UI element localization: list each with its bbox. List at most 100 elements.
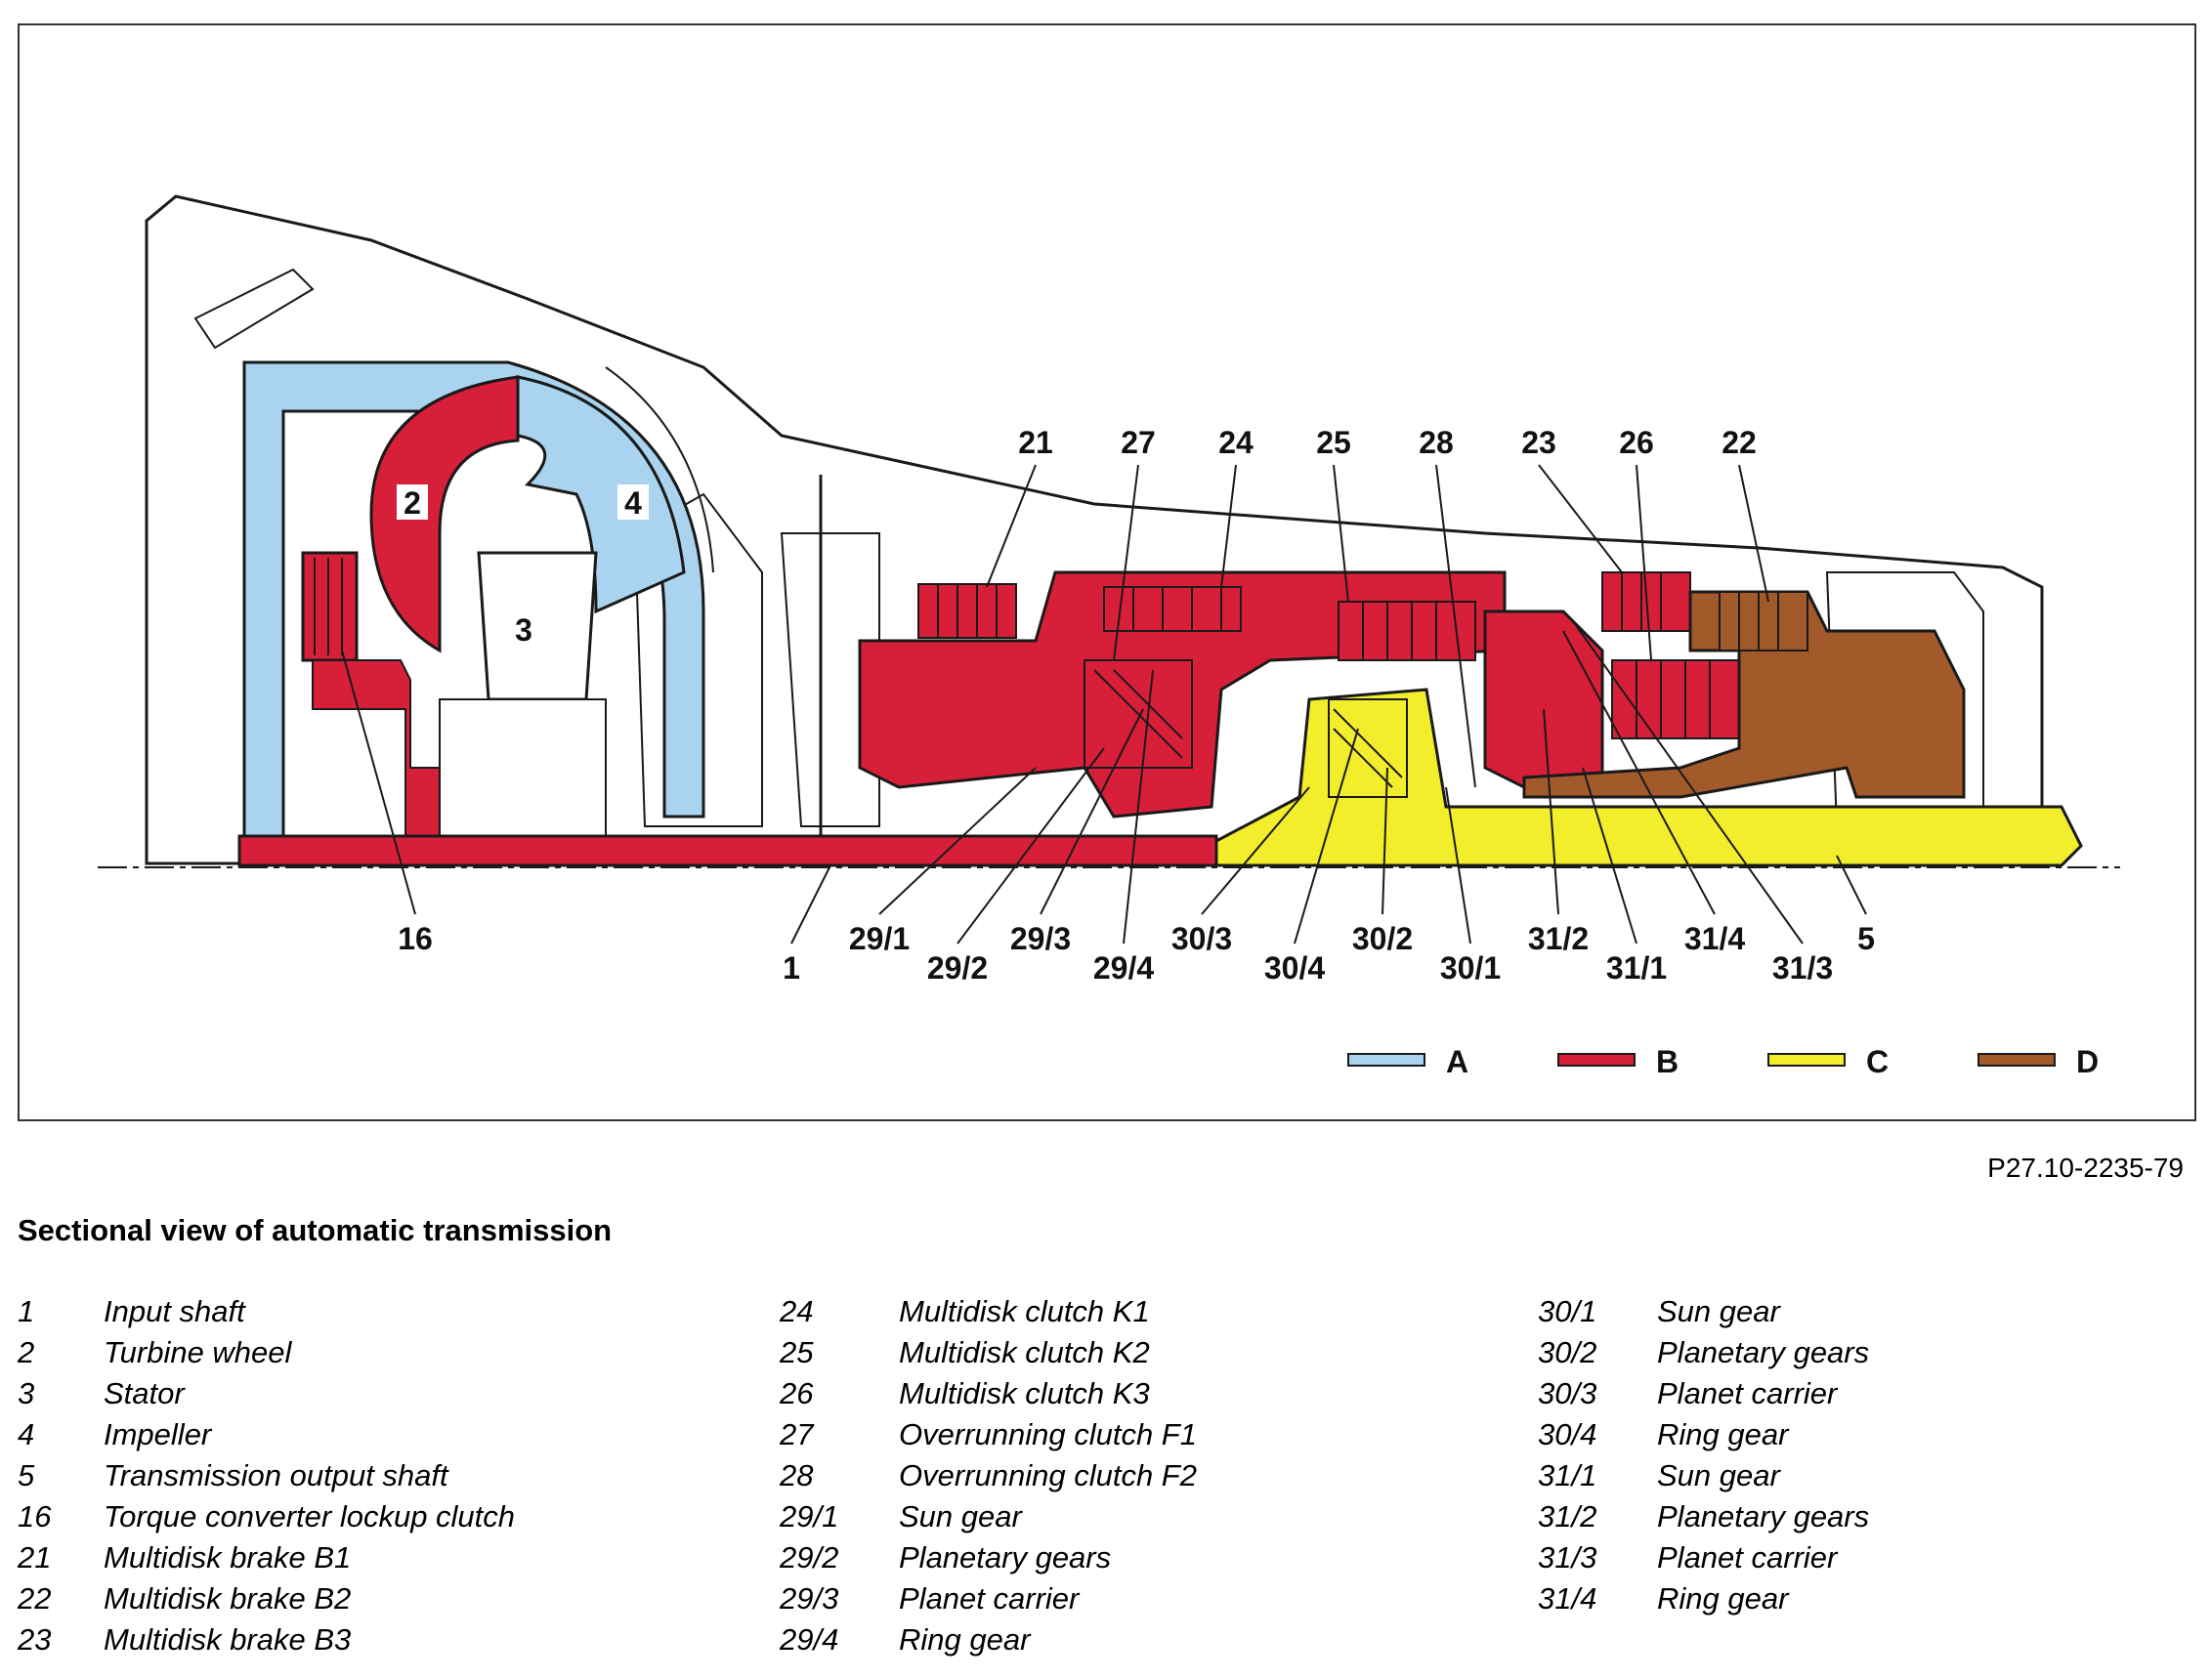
legend-label: Turbine wheel [104,1335,292,1369]
callout-22: 22 [1722,425,1757,460]
legend-item: 29/2 Planetary gears [780,1537,1197,1578]
legend-label-d: D [2076,1044,2099,1079]
legend-number: 21 [18,1540,52,1575]
legend-item: 25 Multidisk clutch K2 [780,1332,1197,1373]
gearset-3-brown [1522,590,1966,799]
output-shaft-5 [1214,688,2083,867]
callout-26: 26 [1619,425,1654,460]
clutch-k3 [1611,659,1740,739]
callout-27: 27 [1121,425,1156,460]
gearset-2-planets [1328,698,1408,798]
legend-item: 26 Multidisk clutch K3 [780,1373,1197,1414]
legend-number: 26 [780,1376,814,1410]
legend-number: 3 [18,1376,35,1410]
legend-number: 30/1 [1538,1294,1597,1328]
legend-number: 27 [780,1417,814,1451]
legend-number: 2 [18,1335,35,1369]
callout-5: 5 [1857,921,1875,956]
legend-label: Planet carrier [1657,1376,1838,1410]
legend-number: 5 [18,1458,35,1492]
legend-swatch-c [1767,1053,1846,1067]
input-shaft-1 [237,834,1218,867]
legend-label: Multidisk brake B1 [104,1540,352,1575]
figure-caption: Sectional view of automatic transmission [18,1213,613,1247]
legend-number: 31/1 [1538,1458,1597,1492]
legend-label: Ring gear [1657,1417,1789,1451]
legend-number: 31/3 [1538,1540,1597,1575]
label-impeller-4: 4 [624,485,642,521]
legend-item: 21 Multidisk brake B1 [18,1537,515,1578]
legend-number: 29/4 [780,1622,839,1657]
callout-1: 1 [783,950,800,986]
legend-item: 23 Multidisk brake B3 [18,1619,515,1660]
legend-label: Torque converter lockup clutch [104,1499,516,1533]
figure-reference: P27.10-2235-79 [1987,1153,2184,1183]
legend-number: 29/2 [780,1540,839,1575]
legend-label: Sun gear [899,1499,1022,1533]
lockup-clutch-16 [301,551,359,662]
callout-30-3: 30/3 [1171,921,1232,956]
legend-item: 16 Torque converter lockup clutch [18,1496,515,1537]
legend-label: Multidisk clutch K3 [899,1376,1150,1410]
legend-number: 16 [18,1499,52,1533]
legend-label: Multidisk brake B2 [104,1581,352,1616]
brake-b2 [1719,591,1808,651]
callout-29-3: 29/3 [1010,921,1071,956]
legend-label: Multidisk clutch K2 [899,1335,1150,1369]
legend-number: 29/3 [780,1581,839,1616]
legend-number: 28 [780,1458,814,1492]
legend-number: 25 [780,1335,814,1369]
legend-label: Planetary gears [899,1540,1112,1575]
callout-30-2: 30/2 [1352,921,1413,956]
legend-label: Ring gear [899,1622,1031,1657]
diagram-frame: 2 4 3 [18,23,2196,1121]
callout-21: 21 [1018,425,1053,460]
callout-25: 25 [1316,425,1351,460]
leader-lines-top [986,464,1769,788]
leader-lines-bottom [341,620,1867,945]
colour-legend: A B C D [1347,1044,2099,1079]
legend-label-a: A [1446,1044,1468,1079]
legend-number: 23 [18,1622,52,1657]
callout-31-1: 31/1 [1606,950,1667,986]
legend-item: 5 Transmission output shaft [18,1455,515,1496]
label-stator-3: 3 [515,612,532,648]
legend-label: Impeller [104,1417,212,1451]
callout-24: 24 [1218,425,1254,460]
legend-label: Planetary gears [1657,1335,1870,1369]
callout-29-1: 29/1 [849,921,910,956]
legend-label: Transmission output shaft [104,1458,448,1492]
legend-label: Multidisk clutch K1 [899,1294,1150,1328]
legend-label-c: C [1866,1044,1889,1079]
clutch-k1 [1103,586,1242,632]
callout-29-4: 29/4 [1093,950,1154,986]
callout-30-1: 30/1 [1440,950,1501,986]
callout-23: 23 [1521,425,1556,460]
legend-label: Planet carrier [1657,1540,1838,1575]
turbine-wheel-2 [369,375,520,653]
callout-16: 16 [398,921,433,956]
callout-31-3: 31/3 [1772,950,1833,986]
legend-label: Multidisk brake B3 [104,1622,352,1657]
callout-29-2: 29/2 [927,950,988,986]
legend-item: 29/4 Ring gear [780,1619,1197,1660]
legend-label: Ring gear [1657,1581,1789,1616]
brake-b1 [917,583,1017,639]
legend-item: 31/3 Planet carrier [1538,1537,1869,1578]
legend-label: Stator [104,1376,185,1410]
legend-swatch-b [1557,1053,1636,1067]
